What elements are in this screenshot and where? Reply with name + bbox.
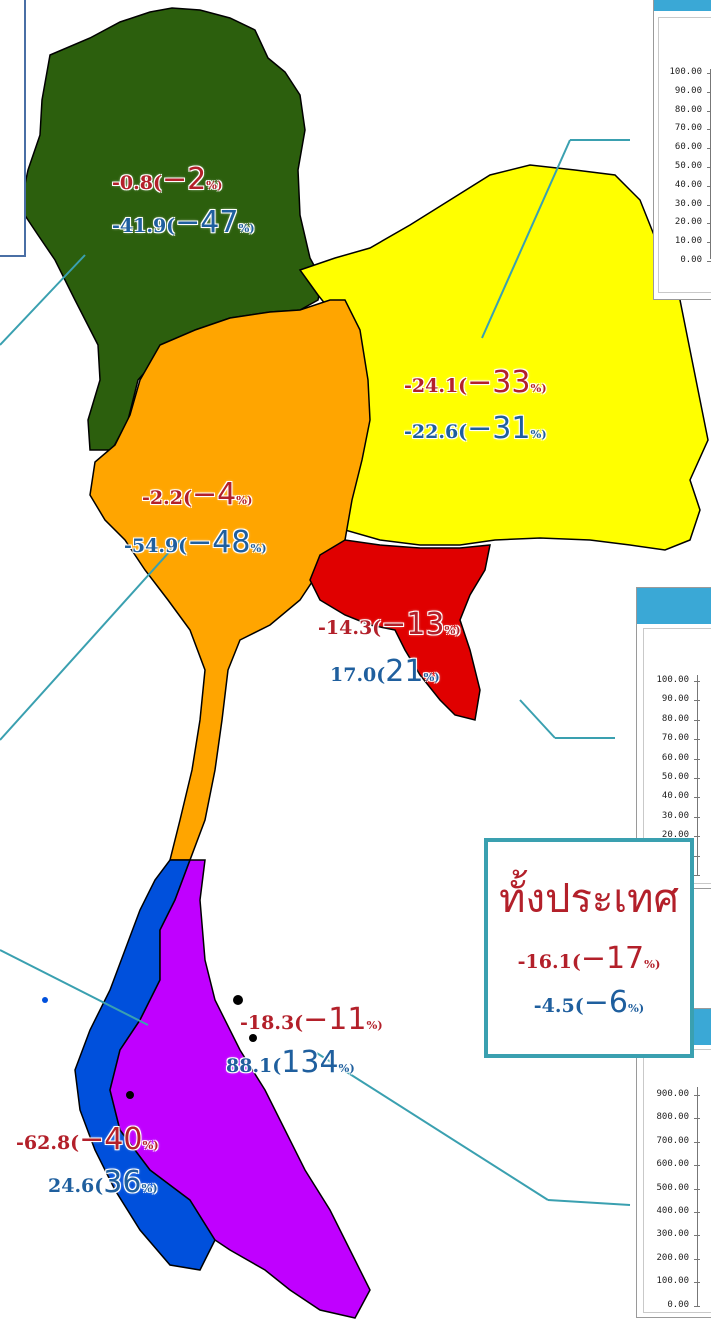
y-tick-label: 20.00 (661, 830, 689, 841)
y-tick-mark (694, 1305, 700, 1307)
y-tick-label: 70.00 (661, 733, 689, 744)
y-tick-label: 60.00 (661, 752, 689, 763)
y-tick-label: 100.00 (656, 675, 689, 685)
y-tick-mark (707, 261, 711, 262)
region-east (309, 539, 491, 721)
north-label-line1: -0.8(−2%) (112, 162, 223, 197)
panel-inner (658, 17, 711, 293)
y-tick-mark (694, 1258, 700, 1260)
y-tick-label: 900.00 (656, 1089, 689, 1099)
y-tick-label: 800.00 (656, 1112, 689, 1123)
y-tick-mark (694, 681, 700, 682)
y-tick-label: 90.00 (661, 694, 689, 705)
national-label-line1: -16.1(−17%) (517, 941, 661, 976)
leader-lines (0, 139, 631, 1206)
y-tick-mark (707, 185, 711, 187)
y-tick-mark (707, 204, 711, 206)
y-tick-label: 700.00 (656, 1135, 689, 1146)
y-tick-label: 50.00 (674, 161, 702, 171)
y-tick-mark (694, 855, 700, 857)
y-tick-label: 100.00 (669, 67, 702, 77)
panel-header-bar (637, 588, 711, 624)
y-tick-label: 70.00 (674, 123, 702, 134)
y-tick-mark (694, 758, 700, 760)
y-tick-label: 20.00 (674, 217, 702, 228)
y-tick-label: 300.00 (656, 1229, 689, 1240)
y-tick-label: 80.00 (661, 713, 689, 724)
y-tick-label: 30.00 (674, 198, 702, 209)
northeast-label-line1: -24.1(−33%) (404, 365, 547, 400)
south-east-label-line2: 88.1(134%) (226, 1045, 355, 1080)
national-label-line2: -4.5(−6%) (533, 985, 645, 1020)
y-tick-label: 400.00 (656, 1206, 689, 1216)
y-tick-label: 40.00 (661, 791, 689, 802)
y-tick-label: 500.00 (656, 1182, 689, 1193)
national-summary-box: ทั้งประเทศ -16.1(−17%) -4.5(−6%) (484, 838, 694, 1058)
y-tick-label: 30.00 (661, 810, 689, 821)
y-tick-label: 60.00 (674, 142, 702, 153)
y-tick-mark (707, 242, 711, 244)
y-tick-mark (707, 167, 711, 168)
y-tick-label: 0.00 (680, 255, 702, 265)
y-tick-mark (694, 875, 700, 876)
y-tick-mark (694, 1095, 700, 1096)
y-tick-mark (707, 148, 711, 150)
central-label-line1: -2.2(−4%) (142, 477, 253, 512)
y-tick-mark (694, 1118, 700, 1120)
north-label-line2: -41.9(−47%) (112, 205, 255, 240)
y-tick-mark (694, 1165, 700, 1167)
y-tick-mark (694, 719, 700, 721)
y-tick-mark (707, 73, 711, 74)
y-tick-label: 50.00 (661, 772, 689, 782)
east-label-line2: 17.0(21%) (330, 654, 440, 689)
y-tick-label: 80.00 (674, 104, 702, 115)
region-central (89, 299, 371, 861)
y-tick-mark (694, 1141, 700, 1143)
south-west-label-line2: 24.6(36%) (48, 1165, 158, 1200)
y-tick-mark (694, 816, 700, 818)
y-tick-mark (694, 778, 700, 779)
y-tick-label: 40.00 (674, 179, 702, 190)
central-label-line2: -54.9(−48%) (124, 525, 267, 560)
y-tick-mark (694, 739, 700, 741)
south-east-label-line1: -18.3(−11%) (240, 1002, 383, 1037)
y-tick-mark (694, 1282, 700, 1284)
y-tick-mark (694, 1235, 700, 1237)
region-south-east (109, 859, 371, 1319)
y-tick-label: 200.00 (656, 1252, 689, 1263)
y-tick-label: 100.00 (656, 1276, 689, 1287)
y-tick-label: 90.00 (674, 85, 702, 96)
partial-panel-left (0, 0, 26, 257)
y-tick-label: 0.00 (667, 1299, 689, 1310)
east-label-line1: -14.3(−13%) (318, 607, 461, 642)
panel-header-bar (654, 0, 711, 11)
y-tick-mark (707, 223, 711, 225)
y-axis (697, 1087, 698, 1307)
y-tick-label: 10.00 (674, 236, 702, 247)
y-tick-mark (694, 836, 700, 838)
y-tick-mark (707, 110, 711, 112)
y-tick-mark (694, 1188, 700, 1190)
y-tick-mark (707, 91, 711, 93)
northeast-label-line2: -22.6(−31%) (404, 411, 547, 446)
panel-inner (643, 1049, 711, 1313)
y-tick-mark (694, 1212, 700, 1213)
y-tick-mark (694, 700, 700, 702)
y-tick-label: 600.00 (656, 1159, 689, 1170)
y-tick-mark (707, 129, 711, 131)
y-tick-mark (694, 797, 700, 799)
chart-panel-top: 100.00 90.00 80.00 70.00 60.00 50.00 40.00 30.0… (653, 0, 711, 300)
south-west-label-line1: -62.8(−40%) (16, 1122, 159, 1157)
national-title: ทั้งประเทศ (499, 876, 679, 922)
y-axis (697, 675, 698, 875)
